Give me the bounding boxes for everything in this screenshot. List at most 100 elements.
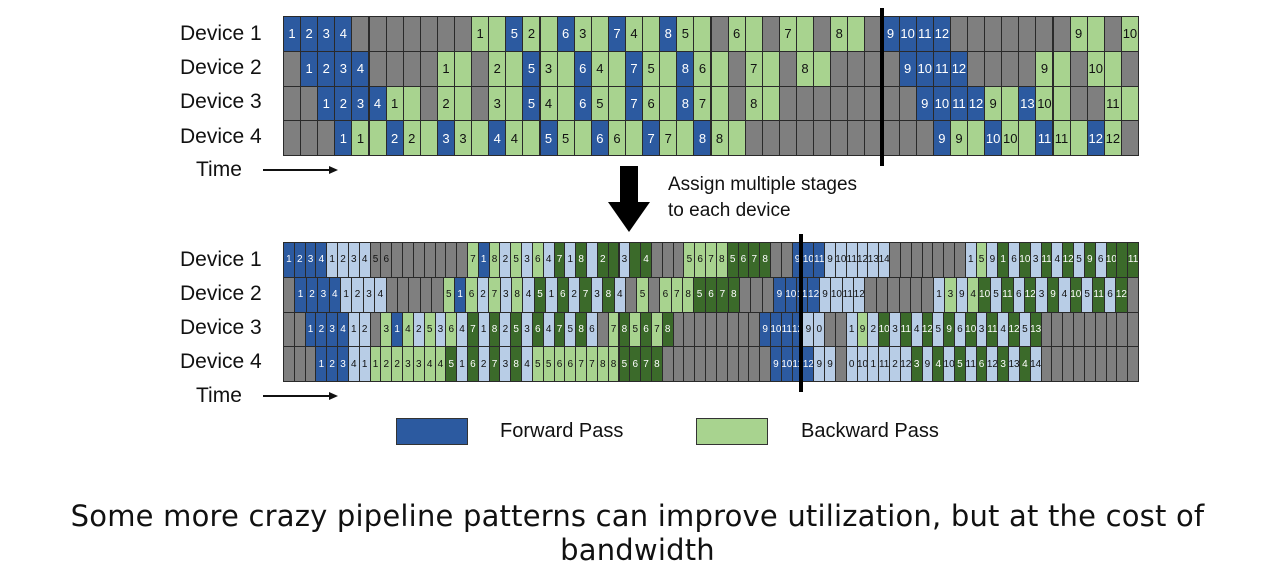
top-cell-r1-c45 <box>1035 16 1054 52</box>
top-cell-r3-c27 <box>727 85 746 122</box>
top-cell-r1-c21: 4 <box>625 16 644 52</box>
top-cell-r4-c33 <box>830 120 849 156</box>
top-cell-r1-c1: 1 <box>283 16 302 52</box>
top-cell-r2-c10: 1 <box>436 50 455 87</box>
top-cell-r1-c24: 5 <box>676 16 695 52</box>
top-cell-r3-c34 <box>847 85 866 122</box>
top-cell-r1-c37: 10 <box>898 16 917 52</box>
top-cell-r2-c11 <box>454 50 473 87</box>
top-cell-r1-c4: 4 <box>334 16 353 52</box>
top-cell-r2-c22: 5 <box>642 50 661 87</box>
top-cell-r4-c3 <box>317 120 336 156</box>
top-cell-r1-c19 <box>590 16 609 52</box>
footer-caption: Some more crazy pipeline patterns can im… <box>70 499 1205 567</box>
top-cell-r3-c4: 2 <box>334 85 353 122</box>
top-cell-r3-c46 <box>1052 85 1071 122</box>
bottom-device-label-1: Device 1 <box>180 248 262 271</box>
top-cell-r4-c11: 3 <box>454 120 473 156</box>
top-cell-r1-c30: 7 <box>778 16 797 52</box>
top-cell-r1-c28 <box>744 16 763 52</box>
top-cell-r2-c29 <box>761 50 780 87</box>
top-time-label: Time <box>196 158 242 181</box>
top-cell-r2-c31: 8 <box>796 50 815 87</box>
top-cell-r1-c46 <box>1052 16 1071 52</box>
top-cell-r2-c45: 9 <box>1035 50 1054 87</box>
top-device-label-3: Device 3 <box>180 90 262 113</box>
top-cell-r1-c9 <box>419 16 438 52</box>
top-cell-r1-c16 <box>539 16 558 52</box>
top-cell-r1-c41 <box>967 16 986 52</box>
top-cell-r3-c16: 4 <box>539 85 558 122</box>
top-device-label-2: Device 2 <box>180 56 262 79</box>
top-cell-r4-c20: 6 <box>607 120 626 156</box>
top-cell-r2-c25: 6 <box>693 50 712 87</box>
top-device-label-1: Device 1 <box>180 22 262 45</box>
legend-forward-label: Forward Pass <box>500 420 624 442</box>
top-cell-r3-c32 <box>813 85 832 122</box>
top-cell-r2-c8 <box>402 50 421 87</box>
top-cell-r3-c47 <box>1069 85 1088 122</box>
top-cell-r2-c41 <box>967 50 986 87</box>
top-cell-r1-c14: 5 <box>505 16 524 52</box>
bottom-device-label-2: Device 2 <box>180 282 262 305</box>
top-cell-r4-c15 <box>522 120 541 156</box>
top-cell-r1-c22 <box>642 16 661 52</box>
caption-line-1: Assign multiple stages <box>668 174 858 195</box>
top-cell-r2-c12 <box>471 50 490 87</box>
top-cell-r4-c26: 8 <box>710 120 729 156</box>
top-cell-r2-c3: 2 <box>317 50 336 87</box>
top-cell-r4-c19: 6 <box>590 120 609 156</box>
top-cell-r1-c44 <box>1018 16 1037 52</box>
top-cell-r1-c12: 1 <box>471 16 490 52</box>
top-cell-r3-c50 <box>1120 85 1139 122</box>
top-cell-r4-c14: 4 <box>505 120 524 156</box>
legend-backward-swatch <box>696 418 768 445</box>
top-cell-r4-c34 <box>847 120 866 156</box>
top-cell-r1-c50: 10 <box>1120 16 1139 52</box>
top-cell-r2-c13: 2 <box>488 50 507 87</box>
top-cell-r3-c19: 5 <box>590 85 609 122</box>
top-cell-r2-c27 <box>727 50 746 87</box>
top-cell-r2-c2: 1 <box>300 50 319 87</box>
top-cell-r3-c12 <box>471 85 490 122</box>
bottom-cell-r1-c79: 11 <box>1127 242 1139 278</box>
bottom-cell-r4-c79 <box>1127 346 1139 382</box>
top-cell-r1-c6 <box>368 16 387 52</box>
top-cell-r1-c13 <box>488 16 507 52</box>
bottom-cell-r3-c79 <box>1127 311 1139 348</box>
top-cell-r1-c38: 11 <box>915 16 934 52</box>
top-cell-r1-c18: 3 <box>573 16 592 52</box>
top-cell-r1-c23: 8 <box>659 16 678 52</box>
top-cell-r4-c7: 2 <box>385 120 404 156</box>
top-cell-r1-c33: 8 <box>830 16 849 52</box>
top-cell-r2-c34 <box>847 50 866 87</box>
bottom-time-label: Time <box>196 384 242 407</box>
top-cell-r3-c40: 11 <box>949 85 968 122</box>
top-cell-r1-c5 <box>351 16 370 52</box>
top-cell-r4-c32 <box>813 120 832 156</box>
top-cell-r3-c14 <box>505 85 524 122</box>
top-cell-r3-c8 <box>402 85 421 122</box>
top-cell-r1-c11 <box>454 16 473 52</box>
top-cell-r4-c28 <box>744 120 763 156</box>
top-cell-r3-c41: 12 <box>967 85 986 122</box>
top-cell-r4-c1 <box>283 120 302 156</box>
top-cell-r4-c16: 5 <box>539 120 558 156</box>
top-cell-r2-c19: 4 <box>590 50 609 87</box>
top-cell-r3-c9 <box>419 85 438 122</box>
top-cell-r3-c28: 8 <box>744 85 763 122</box>
top-cell-r3-c44: 13 <box>1018 85 1037 122</box>
legend-forward-swatch <box>396 418 468 445</box>
top-cell-r1-c36: 9 <box>881 16 900 52</box>
top-cell-r3-c43 <box>1001 85 1020 122</box>
top-cell-r2-c33 <box>830 50 849 87</box>
top-cell-r1-c8 <box>402 16 421 52</box>
legend-backward-label: Backward Pass <box>801 420 939 442</box>
top-cell-r4-c29 <box>761 120 780 156</box>
top-cell-r4-c48: 12 <box>1086 120 1105 156</box>
top-cell-r4-c13: 4 <box>488 120 507 156</box>
top-cell-r3-c49: 11 <box>1103 85 1122 122</box>
top-cell-r1-c15: 2 <box>522 16 541 52</box>
